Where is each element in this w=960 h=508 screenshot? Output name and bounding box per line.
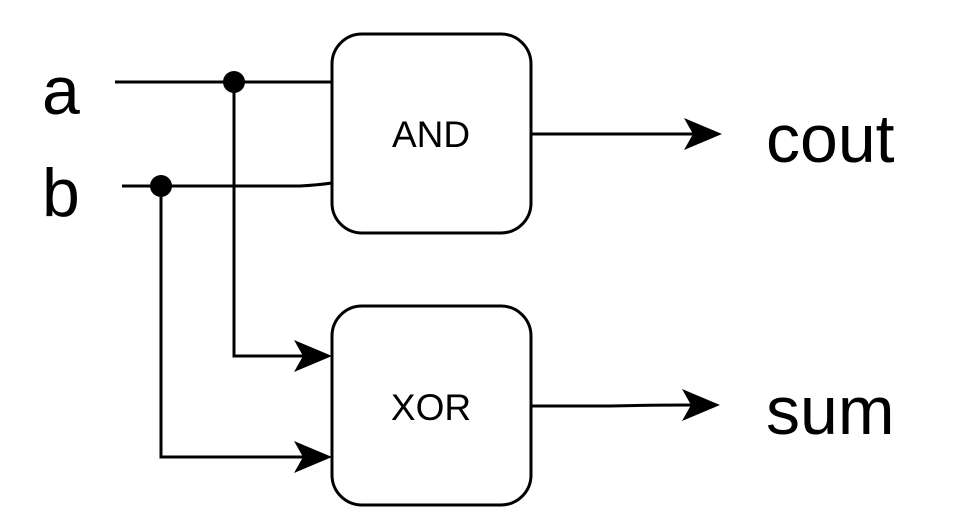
and-gate-label: AND [392, 114, 470, 155]
input-b-label: b [42, 155, 80, 231]
wire-b-branch-to-xor [159, 186, 308, 459]
wire-xor-to-sum [531, 403, 695, 408]
xor-input-b-arrowhead [294, 441, 332, 473]
wire-b-to-and [122, 181, 333, 188]
junction-b [150, 175, 172, 197]
xor-input-a-arrowhead [294, 340, 332, 372]
cout-arrowhead [684, 118, 722, 150]
input-a-label: a [42, 53, 80, 129]
xor-gate-label: XOR [391, 387, 471, 428]
output-sum-label: sum [766, 373, 894, 449]
wire-a-branch-to-xor [232, 82, 308, 358]
output-cout-label: cout [766, 101, 895, 177]
sum-arrowhead [682, 389, 720, 421]
junction-a [223, 71, 245, 93]
